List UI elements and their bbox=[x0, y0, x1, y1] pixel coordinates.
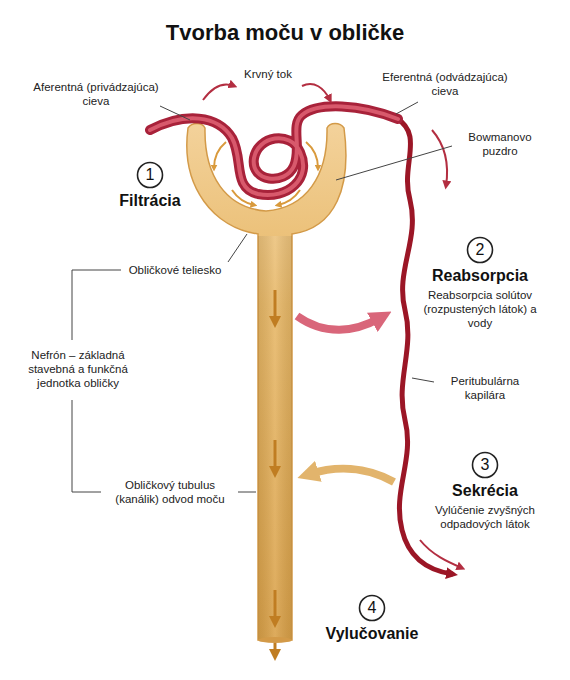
callout-number: 4 bbox=[358, 594, 386, 622]
step-circle: 4 bbox=[358, 594, 386, 622]
part-label: Aferentná (privádzajúca) cieva bbox=[21, 80, 171, 108]
step-node: 4Vylučovanie bbox=[316, 594, 428, 643]
glomerulus-vessel-light bbox=[150, 106, 398, 195]
outflow-arrow bbox=[274, 643, 277, 655]
step-heading: Sekrécia bbox=[429, 481, 541, 500]
tubule-flow-arrows bbox=[274, 290, 277, 622]
step-heading: Reabsorpcia bbox=[421, 266, 539, 285]
callout-number: 1 bbox=[136, 161, 164, 189]
part-label: Eferentná (odvádzajúca) cieva bbox=[370, 70, 520, 98]
part-label: Obličkové teliesko bbox=[115, 263, 235, 277]
step-node: 2ReabsorpciaReabsorpcia solútov (rozpust… bbox=[421, 236, 539, 330]
glomerulus-vessel bbox=[150, 106, 398, 195]
part-label: Nefrón – základná stavebná a funkčná jed… bbox=[13, 348, 143, 390]
tubule-end bbox=[258, 637, 292, 643]
part-label: Krvný tok bbox=[228, 67, 308, 81]
secretion-arrow bbox=[310, 469, 394, 482]
part-label: Bowmanovo puzdro bbox=[455, 130, 545, 158]
step-circle: 3 bbox=[471, 451, 499, 479]
part-label: Peritubulárna kapilára bbox=[435, 374, 535, 402]
step-circle: 2 bbox=[466, 236, 494, 264]
tubule-shade bbox=[258, 236, 292, 640]
step-heading: Filtrácia bbox=[95, 191, 205, 210]
callout-number: 3 bbox=[471, 451, 499, 479]
diagram-title: Tvorba moču v obličke bbox=[0, 20, 570, 46]
step-circle: 1 bbox=[136, 161, 164, 189]
step-description: Vylúčenie zvyšných odpadových látok bbox=[429, 503, 541, 531]
step-node: 1Filtrácia bbox=[95, 161, 205, 210]
reabsorption-arrow bbox=[297, 316, 380, 330]
part-label: Obličkový tubulus (kanálik) odvod moču bbox=[104, 478, 236, 506]
leader-lines bbox=[160, 102, 452, 492]
step-description: Reabsorpcia solútov (rozpustených látok)… bbox=[421, 288, 539, 330]
step-node: 3SekréciaVylúčenie zvyšných odpadových l… bbox=[429, 451, 541, 531]
bowman-capsule bbox=[187, 124, 346, 641]
step-heading: Vylučovanie bbox=[316, 624, 428, 643]
callout-number: 2 bbox=[466, 236, 494, 264]
blood-flow-arrows bbox=[203, 84, 462, 568]
